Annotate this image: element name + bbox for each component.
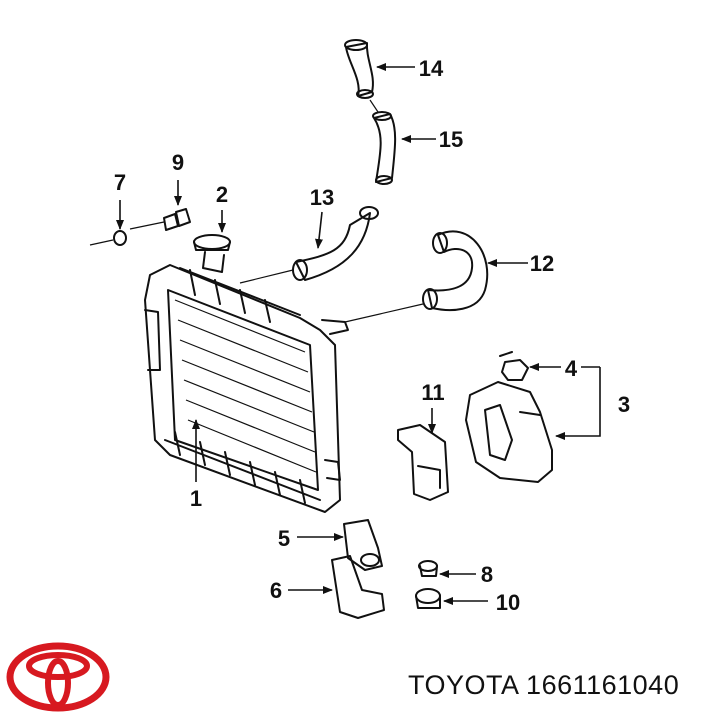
callout-8: 8 [481, 562, 493, 587]
reservoir-tank [465, 381, 553, 483]
brand-name: TOYOTA [408, 670, 519, 700]
connector-hose [369, 99, 397, 185]
reservoir-cap [499, 351, 529, 381]
callout-14: 14 [419, 56, 444, 81]
callout-3: 3 [618, 392, 630, 417]
inlet-hose [344, 39, 374, 99]
callout-4: 4 [565, 356, 578, 381]
callout-10: 10 [496, 590, 520, 615]
callout-13: 13 [310, 185, 334, 210]
callout-11: 11 [421, 380, 444, 405]
upper-hose [239, 206, 379, 284]
radiator [144, 264, 349, 513]
tank-bracket [397, 424, 449, 501]
lower-support [331, 555, 385, 619]
clamp [415, 588, 441, 609]
bolt [129, 208, 191, 231]
callout-5: 5 [278, 526, 290, 551]
radiator-cap [193, 234, 231, 273]
callout-7: 7 [114, 170, 126, 195]
part-caption: TOYOTA 1661161040 [408, 670, 708, 701]
toyota-emblem-icon [6, 642, 110, 712]
callout-12: 12 [530, 251, 554, 276]
lower-hose [344, 230, 489, 323]
callout-labels: 1 2 3 4 5 6 7 8 9 10 11 12 13 14 15 [114, 56, 630, 615]
callout-1: 1 [190, 486, 202, 511]
cushion [418, 560, 438, 577]
callout-15: 15 [439, 127, 463, 152]
callout-9: 9 [172, 150, 184, 175]
leader-lines [116, 63, 601, 605]
callout-2: 2 [216, 182, 228, 207]
callout-6: 6 [270, 578, 282, 603]
washer [89, 230, 127, 246]
part-number: 1661161040 [526, 670, 680, 700]
upper-support [343, 519, 383, 571]
